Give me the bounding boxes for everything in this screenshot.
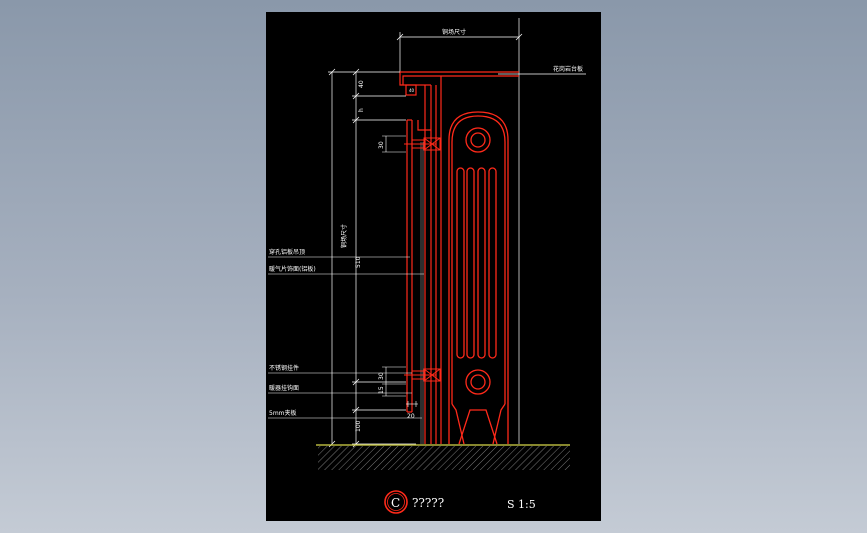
left-dimension-chain (328, 68, 416, 448)
slab-dim-40: 40 (409, 88, 415, 93)
dim-30: 30 (378, 141, 385, 149)
right-label-granite: 花岗岩台板 (553, 65, 583, 73)
dim-h: h (358, 108, 365, 112)
title-symbol (384, 490, 408, 514)
dim-40: 40 (358, 80, 365, 88)
wall-panel-grey (420, 142, 424, 444)
upper-bracket (404, 137, 441, 151)
cad-section-drawing: 铜场尺寸 花岗岩台板 40 (268, 18, 586, 514)
left-label-1: 穿孔铝板吊顶 (269, 248, 305, 256)
title-symbol-letter: C (391, 496, 400, 510)
dim-510: 510 (355, 256, 362, 268)
left-label-4: 暖器挂钩面 (269, 384, 299, 392)
bracket-dimensions (382, 135, 418, 407)
dim-100: 100 (355, 420, 362, 432)
countertop-slab (399, 71, 519, 96)
left-leaders (268, 256, 424, 419)
floor-hatch (318, 446, 570, 470)
lower-bracket (404, 368, 441, 382)
drawing-title: ????? (412, 496, 444, 510)
wall-panel (406, 76, 442, 444)
radiator (448, 111, 509, 445)
dim-30-lower: 30 (378, 372, 385, 380)
top-dimension-label: 铜场尺寸 (442, 28, 466, 36)
left-label-5: 5mm夹板 (269, 409, 297, 417)
left-label-3: 不锈钢挂件 (269, 364, 299, 372)
left-label-2: 暖气片饰面(铝板) (269, 265, 316, 273)
top-dimension (396, 18, 523, 444)
dim-15: 15 (378, 386, 385, 394)
left-vertical-dimension-label: 铜场尺寸 (340, 224, 348, 248)
dim-20: 20 (407, 413, 415, 420)
drawing-scale: S 1:5 (507, 498, 536, 511)
drawing-sheet: 铜场尺寸 花岗岩台板 40 (266, 12, 601, 521)
